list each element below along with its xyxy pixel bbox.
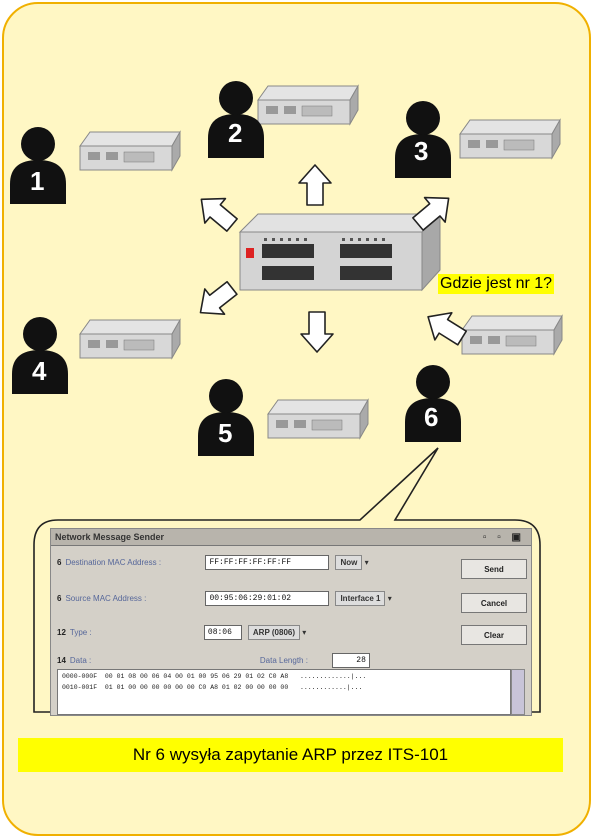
central-switch (238, 212, 442, 292)
src-label: Source MAC Address : (65, 594, 147, 603)
arrow-to-2-icon (298, 164, 332, 206)
type-input[interactable]: 08:06 (203, 625, 242, 640)
data-length-label: Data Length : (259, 656, 308, 665)
data-label: Data : (69, 656, 92, 665)
arrow-to-4-icon (189, 274, 243, 327)
dest-mac-input[interactable]: FF:FF:FF:FF:FF:FF (205, 555, 330, 570)
chevron-down-icon: ▾ (300, 628, 307, 637)
arrow-to-5-icon (300, 311, 334, 353)
question-callout: Gdzie jest nr 1? (438, 274, 555, 294)
badge-4: 4 (32, 356, 47, 386)
hex-line: 0000-000F 00 01 08 00 06 04 00 01 00 95 … (62, 673, 367, 680)
dest-offset: 6 (57, 558, 62, 567)
window-controls-icon[interactable]: ▫ ▫ ▣ (482, 531, 525, 543)
badge-2: 2 (228, 118, 243, 148)
type-offset: 12 (57, 628, 66, 637)
switch-3 (459, 119, 561, 159)
caption-banner: Nr 6 wysyła zapytanie ARP przez ITS-101 (18, 738, 563, 772)
badge-5: 5 (218, 418, 233, 448)
window-title: Network Message Sender (55, 532, 165, 542)
arrow-to-1-icon (190, 186, 244, 239)
hex-line: 0010-001F 01 01 00 00 00 00 00 00 C0 A8 … (62, 684, 363, 691)
clear-button[interactable]: Clear (461, 625, 527, 645)
badge-3: 3 (414, 136, 429, 166)
data-row: 14 Data : Data Length : 28 (57, 653, 370, 668)
scrollbar[interactable] (511, 669, 525, 715)
dest-select[interactable]: Now (335, 555, 363, 570)
chevron-down-icon: ▾ (362, 558, 369, 567)
cancel-button[interactable]: Cancel (461, 593, 527, 613)
badge-6: 6 (424, 402, 439, 432)
src-mac-input[interactable]: 00:95:06:29:01:02 (205, 591, 330, 606)
switch-6 (461, 315, 563, 355)
switch-4 (79, 319, 181, 359)
src-offset: 6 (57, 594, 62, 603)
src-row: 6 Source MAC Address : 00:95:06:29:01:02… (57, 591, 392, 606)
badge-1: 1 (30, 166, 45, 196)
type-label: Type : (69, 628, 92, 637)
data-offset: 14 (57, 656, 66, 665)
window-titlebar: Network Message Sender ▫ ▫ ▣ (51, 529, 531, 546)
dest-label: Destination MAC Address : (65, 558, 162, 567)
type-select[interactable]: ARP (0806) (247, 625, 300, 640)
switch-5 (267, 399, 369, 439)
chevron-down-icon: ▾ (385, 594, 392, 603)
switch-2 (257, 85, 359, 125)
type-row: 12 Type : 08:06 ARP (0806) ▾ (57, 625, 306, 640)
switch-1 (79, 131, 181, 171)
speech-bubble (33, 447, 541, 713)
hex-data-area[interactable]: 0000-000F 00 01 08 00 06 04 00 01 00 95 … (57, 669, 511, 715)
network-message-sender-window: Network Message Sender ▫ ▫ ▣ 6 Destinati… (50, 528, 532, 716)
dest-row: 6 Destination MAC Address : FF:FF:FF:FF:… (57, 555, 369, 570)
src-select[interactable]: Interface 1 (335, 591, 386, 606)
data-length-input[interactable]: 28 (331, 653, 370, 668)
send-button[interactable]: Send (461, 559, 527, 579)
